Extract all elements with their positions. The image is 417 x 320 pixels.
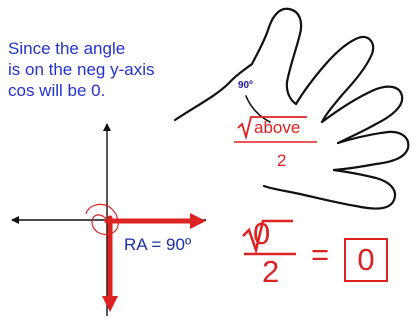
ra-label: RA = 90º	[124, 235, 192, 254]
note-line-2: is on the neg y-axis	[8, 60, 155, 79]
hand-outline	[173, 7, 410, 210]
note-line-1: Since the angle	[8, 39, 126, 58]
result-numerator: 0	[253, 216, 271, 251]
equals-sign: =	[311, 237, 330, 272]
note-line-3: cos will be 0.	[8, 81, 106, 100]
hand-angle-label: 90º	[238, 80, 253, 91]
radical-sign-small	[237, 116, 307, 141]
formula-numerator: above	[254, 118, 301, 137]
angle-spiral	[85, 203, 119, 235]
answer-box: 0	[344, 238, 388, 282]
explanation-note: Since the angle is on the neg y-axis cos…	[8, 38, 208, 101]
radical-sign-large	[242, 219, 293, 255]
formula-denominator: 2	[277, 151, 287, 170]
terminal-arrows	[102, 213, 206, 312]
result-denominator: 2	[262, 254, 280, 289]
